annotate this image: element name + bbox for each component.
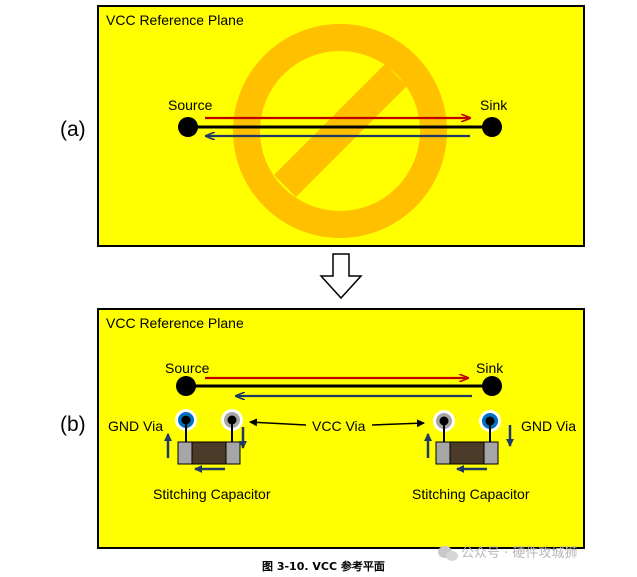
- vcc-via-label: VCC Via: [312, 418, 366, 434]
- stitching-capacitor-label-left: Stitching Capacitor: [153, 486, 271, 502]
- watermark: 公众号 · 硬件攻城狮: [438, 546, 577, 561]
- sink-label-b: Sink: [476, 360, 504, 376]
- vcc-reference-plane-b: [97, 308, 585, 549]
- source-label-a: Source: [168, 97, 213, 113]
- panel-a: (a) VCC Reference Plane Source Sink: [60, 5, 585, 247]
- down-arrow-icon: [319, 253, 363, 300]
- gnd-via-label-left: GND Via: [108, 418, 163, 434]
- source-label-b: Source: [165, 360, 210, 376]
- panel-b: (b) VCC Reference Plane Source Sink GND …: [60, 308, 585, 549]
- watermark-text: 公众号 · 硬件攻城狮: [461, 546, 577, 561]
- stitching-group-left: GND Via Stitching Capacitor: [108, 409, 271, 502]
- sink-node-b: [482, 376, 502, 396]
- sink-node-a: [482, 117, 502, 137]
- source-node-a: [178, 117, 198, 137]
- figure-caption: 图 3-10. VCC 参考平面: [262, 559, 385, 573]
- gnd-via-label-right: GND Via: [521, 418, 576, 434]
- stitching-capacitor-left: [177, 441, 241, 465]
- sink-label-a: Sink: [480, 97, 508, 113]
- plane-title-b: VCC Reference Plane: [106, 315, 244, 331]
- wechat-icon: [438, 546, 458, 561]
- stitching-group-right: GND Via Stitching Capacitor: [412, 410, 576, 502]
- panel-b-marker: (b): [60, 413, 86, 436]
- vcc-via-pointer-right: [371, 419, 425, 428]
- vcc-via-pointer-left: [249, 418, 307, 427]
- stitching-capacitor-right: [435, 441, 499, 465]
- panel-a-marker: (a): [60, 118, 86, 141]
- no-entry-icon: [233, 24, 447, 238]
- stitching-capacitor-label-right: Stitching Capacitor: [412, 486, 530, 502]
- plane-title-a: VCC Reference Plane: [106, 12, 244, 28]
- source-node-b: [176, 376, 196, 396]
